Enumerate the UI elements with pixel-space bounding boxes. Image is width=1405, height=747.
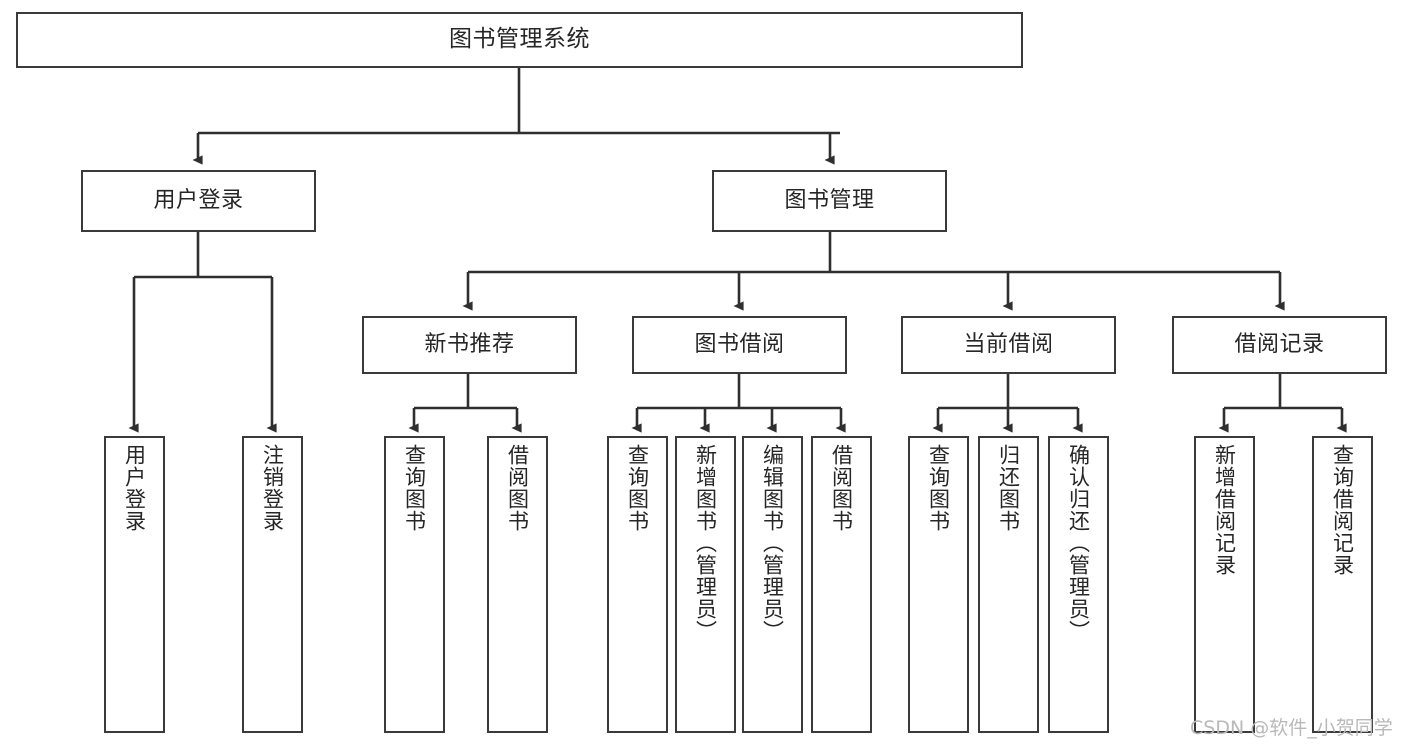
node-leaf-borrow-book-1[interactable]: 借阅图书 [487,436,548,733]
node-leaf-borrow-book-2[interactable]: 借阅图书 [811,436,872,733]
node-new-book-rec[interactable]: 新书推荐 [362,316,577,374]
node-book-borrow-label: 图书借阅 [694,332,785,358]
node-borrow-record-label: 借阅记录 [1234,332,1325,358]
node-current-borrow-label: 当前借阅 [963,332,1054,358]
node-new-book-rec-label: 新书推荐 [424,332,515,358]
node-leaf-add-book[interactable]: 新增图书（管理员） [675,436,736,733]
node-book-manage[interactable]: 图书管理 [712,170,947,232]
node-leaf-user-login-label: 用户登录 [122,444,147,532]
node-leaf-borrow-book-1-label: 借阅图书 [505,444,530,532]
node-leaf-confirm-return[interactable]: 确认归还（管理员） [1048,436,1109,733]
node-leaf-edit-book-label: 编辑图书（管理员） [760,444,785,642]
node-leaf-add-record[interactable]: 新增借阅记录 [1194,436,1255,733]
node-root-label: 图书管理系统 [449,26,590,53]
node-leaf-query-record[interactable]: 查询借阅记录 [1312,436,1373,733]
node-user-login-label: 用户登录 [153,188,244,214]
node-leaf-edit-book[interactable]: 编辑图书（管理员） [742,436,803,733]
node-book-borrow[interactable]: 图书借阅 [632,316,847,374]
node-leaf-return-book-label: 归还图书 [996,444,1021,532]
node-leaf-query-book-3[interactable]: 查询图书 [908,436,969,733]
node-leaf-return-book[interactable]: 归还图书 [978,436,1039,733]
node-leaf-logout-label: 注销登录 [260,444,285,532]
node-leaf-query-book-1[interactable]: 查询图书 [384,436,445,733]
node-current-borrow[interactable]: 当前借阅 [901,316,1116,374]
node-leaf-add-book-label: 新增图书（管理员） [693,444,718,642]
node-user-login[interactable]: 用户登录 [81,170,316,232]
node-leaf-query-book-2-label: 查询图书 [625,444,650,532]
node-leaf-query-record-label: 查询借阅记录 [1330,444,1355,576]
node-borrow-record[interactable]: 借阅记录 [1172,316,1387,374]
node-root[interactable]: 图书管理系统 [16,12,1023,68]
node-leaf-confirm-return-label: 确认归还（管理员） [1066,444,1091,642]
node-leaf-logout[interactable]: 注销登录 [242,436,303,733]
node-leaf-borrow-book-2-label: 借阅图书 [829,444,854,532]
node-leaf-query-book-3-label: 查询图书 [926,444,951,532]
node-book-manage-label: 图书管理 [784,188,875,214]
node-leaf-user-login[interactable]: 用户登录 [104,436,165,733]
node-leaf-query-book-1-label: 查询图书 [402,444,427,532]
node-leaf-add-record-label: 新增借阅记录 [1212,444,1237,576]
node-leaf-query-book-2[interactable]: 查询图书 [607,436,668,733]
